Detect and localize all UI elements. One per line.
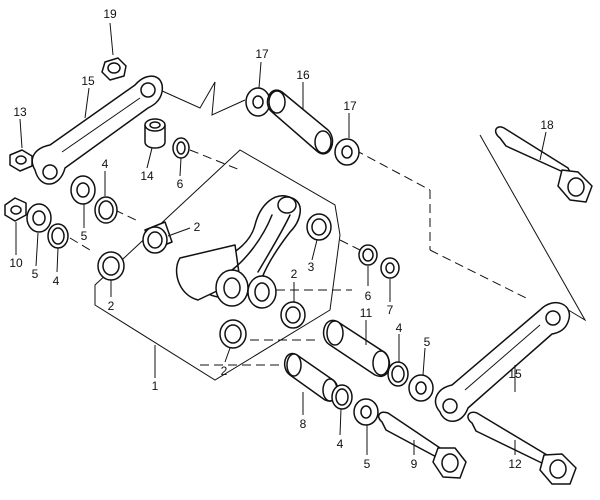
callout-2-c: 2 bbox=[291, 267, 298, 281]
callout-4-right: 4 bbox=[396, 321, 403, 335]
callout-2-b: 2 bbox=[108, 299, 115, 313]
callout-5-right: 5 bbox=[424, 335, 431, 349]
bearing-4-left bbox=[47, 223, 69, 249]
bushing-14 bbox=[144, 118, 166, 149]
washer-7 bbox=[380, 257, 400, 279]
callout-1: 1 bbox=[152, 379, 159, 393]
washer-5-upper bbox=[70, 175, 96, 205]
seal-6-upper bbox=[172, 137, 190, 159]
callout-2-d: 2 bbox=[221, 364, 228, 378]
callout-10: 10 bbox=[9, 256, 23, 270]
bearing-4-right bbox=[387, 361, 409, 387]
callout-8: 8 bbox=[300, 417, 307, 431]
callout-4-left: 4 bbox=[53, 274, 60, 288]
callout-2-a: 2 bbox=[194, 220, 201, 234]
callout-16: 16 bbox=[296, 68, 310, 82]
leader-lines bbox=[15, 22, 547, 455]
cushion-lever bbox=[175, 195, 301, 309]
link-upper bbox=[31, 75, 163, 185]
callout-7: 7 bbox=[387, 303, 394, 317]
seal-6-right bbox=[358, 244, 378, 266]
callout-13: 13 bbox=[13, 105, 27, 119]
bolt-9 bbox=[377, 411, 467, 479]
assembly-axis-lines bbox=[69, 149, 531, 366]
washer-5-right bbox=[408, 374, 434, 402]
callout-labels: 19 15 13 14 6 4 5 10 5 4 17 16 17 18 2 2… bbox=[9, 7, 554, 471]
needle-bearing-2c bbox=[280, 301, 306, 329]
sleeve-8 bbox=[283, 352, 339, 402]
callout-15-upper: 15 bbox=[81, 74, 95, 88]
washer-5-lower bbox=[353, 398, 379, 426]
callout-5-lower: 5 bbox=[364, 457, 371, 471]
callout-6-right: 6 bbox=[365, 289, 372, 303]
callout-15-lower: 15 bbox=[508, 367, 522, 381]
axis-guide-right bbox=[479, 134, 587, 322]
link-lower bbox=[434, 301, 571, 422]
axis-guide-zigzag bbox=[159, 81, 246, 116]
bolt-18 bbox=[494, 126, 593, 203]
callout-5-left: 5 bbox=[32, 267, 39, 281]
callout-4-lower: 4 bbox=[337, 437, 344, 451]
sleeve-11 bbox=[322, 319, 391, 378]
bearing-4-upper bbox=[94, 196, 118, 224]
callout-14: 14 bbox=[140, 169, 154, 183]
callout-9: 9 bbox=[411, 457, 418, 471]
nut-13 bbox=[9, 149, 33, 172]
callout-6-upper: 6 bbox=[177, 177, 184, 191]
sleeve-16 bbox=[266, 89, 334, 155]
callout-17-upper: 17 bbox=[255, 47, 269, 61]
spacer-17-lower bbox=[334, 138, 360, 166]
nut-19 bbox=[101, 57, 127, 81]
callout-18: 18 bbox=[540, 118, 554, 132]
spacer-17-upper bbox=[245, 87, 271, 117]
washer-5-left bbox=[26, 203, 52, 233]
needle-bearing-2d bbox=[219, 319, 247, 349]
needle-bearing-3 bbox=[306, 213, 332, 241]
bolt-12 bbox=[467, 411, 577, 485]
callout-11: 11 bbox=[360, 306, 373, 320]
callout-3: 3 bbox=[308, 260, 315, 274]
callout-17-lower: 17 bbox=[343, 99, 357, 113]
callout-4-upper: 4 bbox=[102, 157, 109, 171]
needle-bearing-2a bbox=[142, 221, 173, 254]
callout-12: 12 bbox=[508, 457, 522, 471]
bearing-4-lower bbox=[331, 384, 353, 410]
nut-10 bbox=[4, 197, 27, 222]
callout-19: 19 bbox=[103, 7, 117, 21]
callout-5-upper: 5 bbox=[81, 229, 88, 243]
needle-bearing-2b bbox=[97, 251, 125, 281]
